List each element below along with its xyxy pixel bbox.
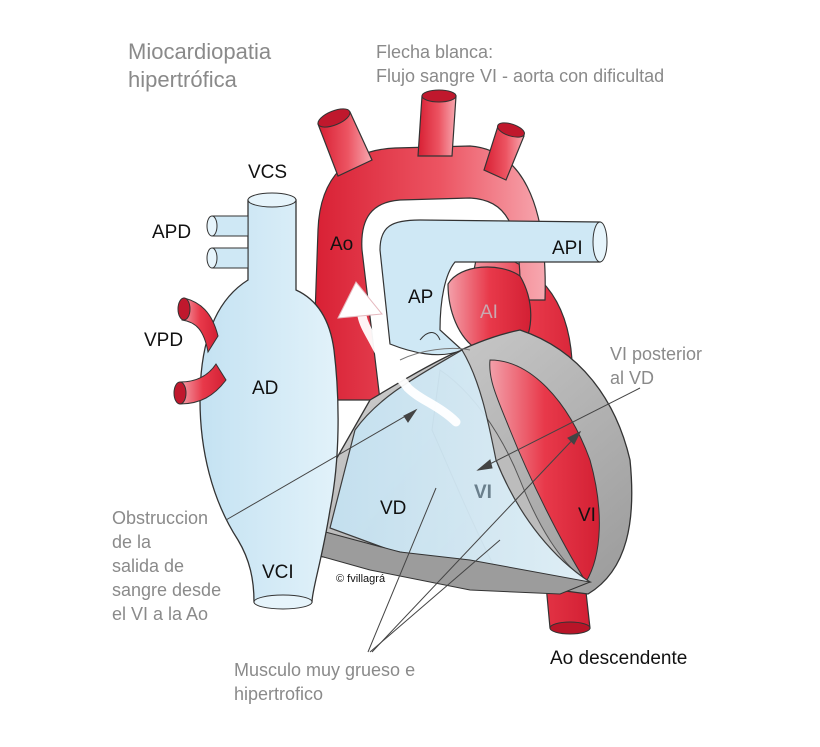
label-vcs: VCS (248, 162, 288, 183)
label-vci: VCI (262, 562, 294, 583)
leader-lines (225, 387, 641, 653)
obstruccion-line-1: Obstruccion (112, 508, 209, 528)
obstruccion-line-5: el VI a la Ao (112, 604, 209, 624)
obstruccion-line-3: salida de (112, 556, 185, 576)
vi-posterior-leader (477, 387, 641, 471)
thick-muscle-base (317, 529, 592, 595)
title-line-2: hipertrófica (128, 67, 237, 92)
musculo-leader-3 (371, 431, 581, 653)
title-line-1: Miocardiopatia (128, 39, 272, 64)
obstruccion-line-2: de la (112, 532, 152, 552)
vi-posterior-line-1: VI posterior (610, 344, 703, 364)
vi-posterior-line-2: al VD (610, 368, 655, 388)
left-atrium (447, 266, 532, 351)
label-vpd: VPD (144, 330, 184, 351)
label-vi-outer: VI (578, 505, 596, 526)
pulmonary-valve (419, 332, 441, 341)
white-flow-arrow (357, 311, 461, 427)
obstruccion-leader (225, 409, 417, 521)
musculo-leader-2 (369, 539, 501, 653)
label-apd: APD (152, 222, 192, 243)
pulmonary-artery (379, 219, 601, 356)
label-vd: VD (380, 498, 407, 519)
label-ai: AI (480, 302, 498, 323)
note-line-1: Flecha blanca: (376, 42, 494, 62)
right-pulmonary-vein-upper (181, 297, 219, 354)
white-arrow-head (337, 281, 383, 319)
note-line-2: Flujo sangre VI - aorta con dificultad (376, 66, 665, 86)
label-ap: AP (408, 287, 434, 308)
descending-aorta-opening (549, 621, 591, 635)
musculo-line-2: hipertrofico (234, 684, 324, 704)
copyright: © fvillagrá (336, 573, 386, 585)
aortic-valve-region (399, 347, 471, 361)
musculo-leader-1 (367, 487, 437, 653)
left-subclavian-artery (483, 125, 525, 181)
musculo-line-1: Musculo muy grueso e (234, 660, 416, 680)
label-api: API (552, 238, 583, 259)
obstruccion-line-4: sangre desde (112, 580, 222, 600)
right-pulmonary-vein-lower (179, 363, 227, 405)
label-ad: AD (252, 378, 279, 399)
left-carotid-artery (417, 95, 457, 157)
label-ao-descendente: Ao descendente (550, 648, 688, 669)
label-vi-inner: VI (474, 482, 492, 503)
label-ao: Ao (330, 234, 354, 255)
